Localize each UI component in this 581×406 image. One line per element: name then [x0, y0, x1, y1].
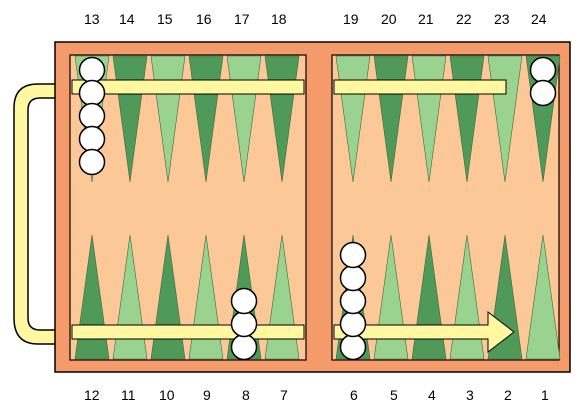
checker-point-6	[341, 289, 366, 314]
checker-point-6	[341, 243, 366, 268]
checker-point-13	[80, 150, 105, 175]
point-number-9: 9	[203, 387, 211, 403]
checker-point-24	[531, 58, 556, 83]
point-number-20: 20	[381, 11, 397, 27]
point-number-11: 11	[121, 387, 136, 403]
point-number-12: 12	[84, 387, 100, 403]
checker-point-8	[232, 312, 257, 337]
point-number-24: 24	[531, 11, 547, 27]
point-number-7: 7	[280, 387, 288, 403]
point-number-4: 4	[428, 387, 436, 403]
checker-point-8	[232, 335, 257, 360]
point-number-8: 8	[242, 387, 250, 403]
point-number-22: 22	[456, 11, 472, 27]
checker-point-6	[341, 266, 366, 291]
point-number-10: 10	[159, 387, 175, 403]
top-left-lane-arrow	[72, 80, 304, 94]
checker-point-13	[80, 81, 105, 106]
point-number-15: 15	[157, 11, 173, 27]
top-right-lane-arrow	[334, 80, 506, 94]
top-point-numbers: 13 14 15 16 17 18 19 20 21 22 23 24	[84, 11, 547, 27]
checker-point-24	[531, 81, 556, 106]
left-half-board	[70, 55, 306, 360]
point-number-13: 13	[84, 11, 100, 27]
point-number-3: 3	[466, 387, 474, 403]
point-number-21: 21	[418, 11, 434, 27]
point-number-16: 16	[196, 11, 212, 27]
right-half-board	[332, 55, 559, 360]
checker-point-13	[80, 127, 105, 152]
point-number-14: 14	[119, 11, 135, 27]
checker-point-6	[341, 335, 366, 360]
point-number-17: 17	[234, 11, 250, 27]
checker-point-13	[80, 104, 105, 129]
point-number-23: 23	[494, 11, 510, 27]
point-number-19: 19	[343, 11, 359, 27]
checker-point-13	[80, 58, 105, 83]
point-number-1: 1	[541, 387, 549, 403]
point-number-5: 5	[390, 387, 398, 403]
checker-point-6	[341, 312, 366, 337]
bottom-point-numbers: 12 11 10 9 8 7 6 5 4 3 2 1	[84, 387, 549, 403]
point-number-18: 18	[271, 11, 287, 27]
bottom-left-lane-arrow	[72, 325, 304, 339]
point-number-6: 6	[350, 387, 358, 403]
checker-point-8	[232, 289, 257, 314]
point-number-2: 2	[504, 387, 512, 403]
